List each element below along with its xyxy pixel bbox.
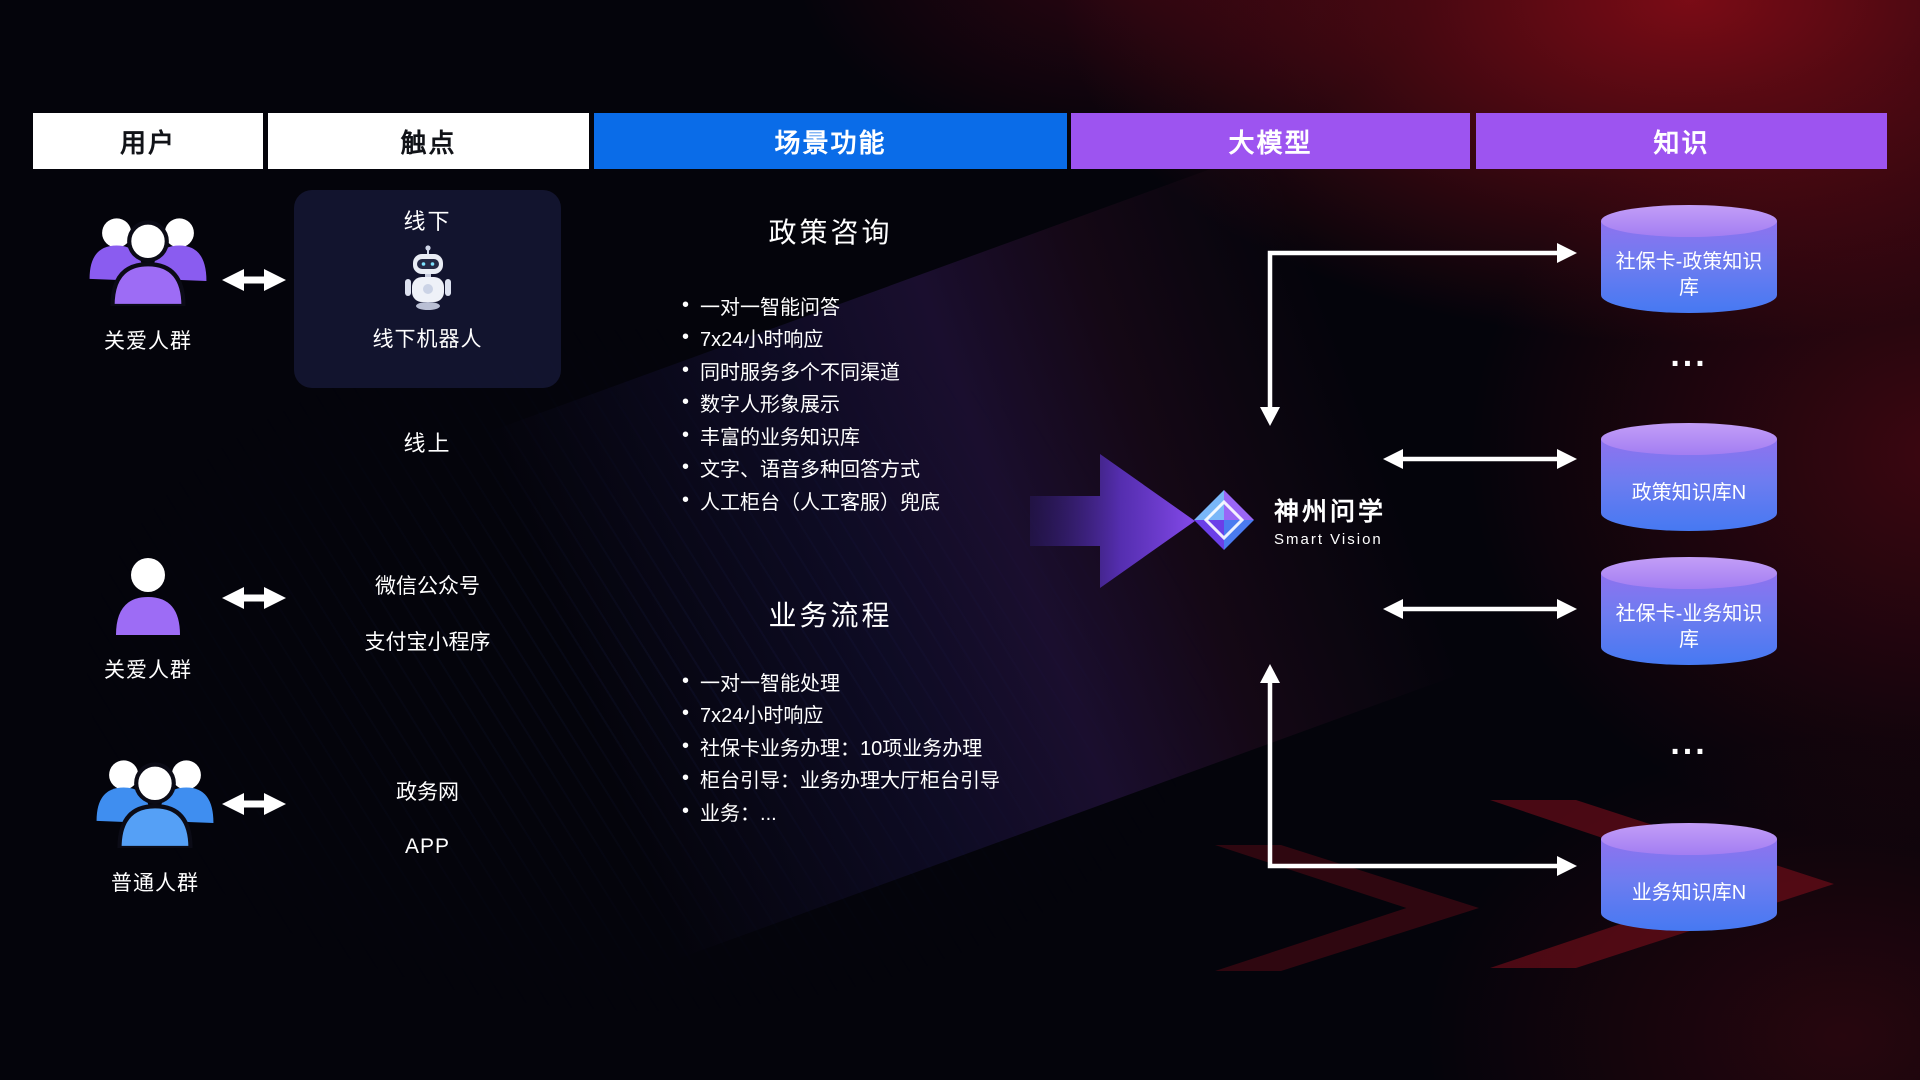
policy-feature-item: 一对一智能问答 (682, 289, 940, 322)
policy-consult-title: 政策咨询 (768, 217, 893, 248)
business-feature-item: 业务：... (682, 795, 1000, 828)
kb-ellipsis: ... (1670, 336, 1708, 374)
channel-alipay: 支付宝小程序 (364, 631, 491, 654)
user-label: 关爱人群 (104, 659, 192, 682)
business-feature-item: 一对一智能处理 (682, 665, 1000, 698)
policy-feature-item: 数字人形象展示 (682, 387, 940, 420)
cylinder-top-ellipse (1601, 823, 1777, 855)
business-feature-list: 一对一智能处理 7x24小时响应 社保卡业务办理：10项业务办理 柜台引导：业务… (682, 665, 1000, 828)
cylinder-top-ellipse (1601, 423, 1777, 455)
background-diagonal-streaks (0, 260, 1350, 1080)
header-knowledge: 知识 (1476, 113, 1887, 169)
scenario-column: 政策咨询 一对一智能问答 7x24小时响应 同时服务多个不同渠道 数字人形象展示… (594, 169, 1067, 869)
policy-feature-list: 一对一智能问答 7x24小时响应 同时服务多个不同渠道 数字人形象展示 丰富的业… (682, 289, 940, 517)
user-label: 关爱人群 (104, 330, 192, 353)
header-touchpoints: 触点 (268, 113, 589, 169)
user-label: 普通人群 (111, 872, 199, 895)
policy-feature-item: 7x24小时响应 (682, 322, 940, 355)
header-users: 用户 (33, 113, 263, 169)
business-process-title: 业务流程 (768, 600, 893, 631)
policy-feature-item: 文字、语音多种回答方式 (682, 452, 940, 485)
kb-label: 政策知识库N (1631, 482, 1747, 504)
kb-ellipsis: ... (1670, 724, 1708, 762)
business-feature-item: 7x24小时响应 (682, 698, 1000, 731)
header-scenarios: 场景功能 (594, 113, 1067, 169)
online-title: 线上 (403, 431, 452, 456)
offline-touchpoint-card: 线下 线下机器人 (294, 190, 561, 388)
header-model: 大模型 (1071, 113, 1470, 169)
user-group-general: 普通人群 (60, 752, 250, 897)
cylinder-body: 社保卡-政策知识库 (1601, 221, 1777, 313)
group-people-icon (85, 210, 211, 311)
smart-vision-logo-text: 神州问学 Smart Vision (1274, 492, 1386, 548)
business-feature-item: 社保卡业务办理：10项业务办理 (682, 730, 1000, 763)
cylinder-top-ellipse (1601, 205, 1777, 237)
channel-app: APP (404, 835, 451, 858)
single-person-icon (108, 553, 188, 640)
policy-feature-item: 人工柜台（人工客服）兜底 (682, 484, 940, 517)
kb-cylinder-shebao-business: 社保卡-业务知识库 (1601, 557, 1777, 665)
model-name: 神州问学 (1274, 498, 1387, 526)
kb-cylinder-business-n: 业务知识库N (1601, 823, 1777, 931)
robot-icon (401, 244, 455, 317)
kb-label: 社保卡-业务知识库 (1615, 603, 1763, 651)
cylinder-top-ellipse (1601, 557, 1777, 589)
model-subtitle: Smart Vision (1274, 531, 1383, 548)
kb-cylinder-policy-n: 政策知识库N (1601, 423, 1777, 531)
channel-gov-web: 政务网 (396, 781, 459, 804)
policy-feature-item: 丰富的业务知识库 (682, 419, 940, 452)
offline-robot-label: 线下机器人 (372, 328, 483, 351)
offline-title: 线下 (403, 209, 452, 234)
policy-feature-item: 同时服务多个不同渠道 (682, 354, 940, 387)
business-feature-item: 柜台引导：业务办理大厅柜台引导 (682, 763, 1000, 796)
kb-cylinder-shebao-policy: 社保卡-政策知识库 (1601, 205, 1777, 313)
smart-vision-logo-icon (1192, 488, 1256, 557)
channel-wechat: 微信公众号 (375, 575, 480, 598)
flow-arrow-right (1030, 418, 1195, 628)
user-group-care-1: 关爱人群 (58, 210, 238, 355)
user-group-care-2: 关爱人群 (73, 553, 223, 684)
kb-label: 业务知识库N (1631, 882, 1747, 904)
kb-label: 社保卡-政策知识库 (1615, 251, 1763, 299)
group-people-icon (92, 752, 218, 853)
